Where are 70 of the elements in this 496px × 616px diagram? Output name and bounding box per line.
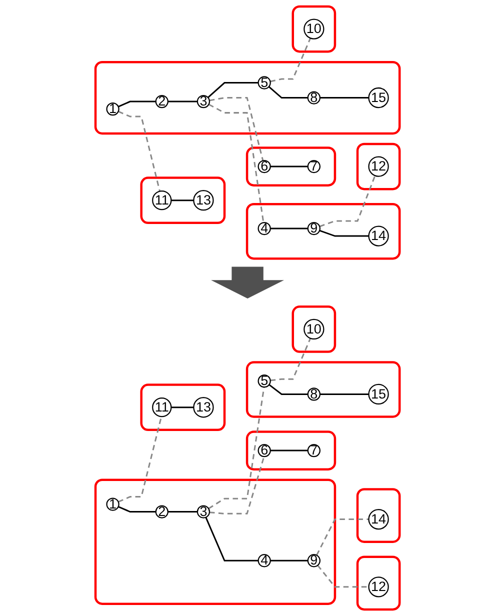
node-circle: 8 <box>308 91 321 104</box>
connector <box>270 560 308 562</box>
node-circle: 9 <box>308 554 321 568</box>
node-circle: 6 <box>258 444 272 458</box>
node-circle: 11 <box>152 190 172 210</box>
connector <box>208 104 265 223</box>
node-circle: 7 <box>308 444 321 458</box>
connector <box>208 82 259 98</box>
cluster <box>140 176 226 224</box>
node-circle: 14 <box>368 226 390 246</box>
connector <box>320 97 370 99</box>
connector <box>316 518 370 556</box>
connector <box>172 406 194 408</box>
connector <box>270 450 308 452</box>
connector <box>118 110 161 192</box>
connector <box>268 86 308 99</box>
connector <box>270 338 312 382</box>
node-circle: 12 <box>368 156 390 177</box>
cluster <box>356 142 402 190</box>
node-circle: 13 <box>194 397 214 418</box>
cluster <box>94 478 337 605</box>
connector <box>210 456 266 514</box>
connector <box>210 97 264 161</box>
cluster <box>292 306 337 353</box>
connector <box>118 416 163 503</box>
connector <box>320 175 376 228</box>
connector <box>270 38 312 82</box>
node-circle: 15 <box>368 87 390 108</box>
node-circle: 11 <box>152 398 172 418</box>
connector <box>118 100 156 108</box>
connector <box>318 564 370 588</box>
connector <box>269 384 308 395</box>
node-circle: 2 <box>156 94 169 108</box>
connector <box>320 230 370 237</box>
node-circle: 2 <box>156 505 169 518</box>
node-circle: 1 <box>106 498 120 511</box>
node-circle: 1 <box>106 102 120 116</box>
node-circle: 14 <box>368 508 390 530</box>
node-circle: 12 <box>368 576 390 598</box>
node-circle: 7 <box>308 160 321 174</box>
node-circle: 10 <box>304 18 325 40</box>
connector <box>270 166 308 168</box>
cluster <box>140 384 226 432</box>
cluster <box>246 430 337 470</box>
node-circle: 3 <box>197 94 210 108</box>
cluster <box>94 60 402 135</box>
node-circle: 3 <box>197 505 210 518</box>
node-circle: 10 <box>304 318 325 340</box>
node-circle: 4 <box>258 554 272 568</box>
node-circle: 6 <box>258 160 272 174</box>
connector <box>172 200 194 202</box>
connector <box>168 511 198 513</box>
node-circle: 13 <box>194 190 214 211</box>
connector <box>206 517 259 562</box>
cluster <box>356 488 402 543</box>
cluster <box>292 5 337 53</box>
connector <box>320 393 370 395</box>
cluster <box>246 146 337 186</box>
node-circle: 5 <box>258 76 272 90</box>
node-circle: 4 <box>258 222 272 236</box>
node-circle: 5 <box>258 374 272 388</box>
cluster <box>356 556 402 611</box>
cluster <box>246 361 402 418</box>
connector <box>270 228 308 230</box>
node-circle: 15 <box>368 384 390 405</box>
node-circle: 8 <box>308 388 321 401</box>
connector <box>168 100 198 102</box>
node-circle: 9 <box>308 222 321 236</box>
cluster <box>246 202 402 260</box>
connector <box>118 506 156 513</box>
